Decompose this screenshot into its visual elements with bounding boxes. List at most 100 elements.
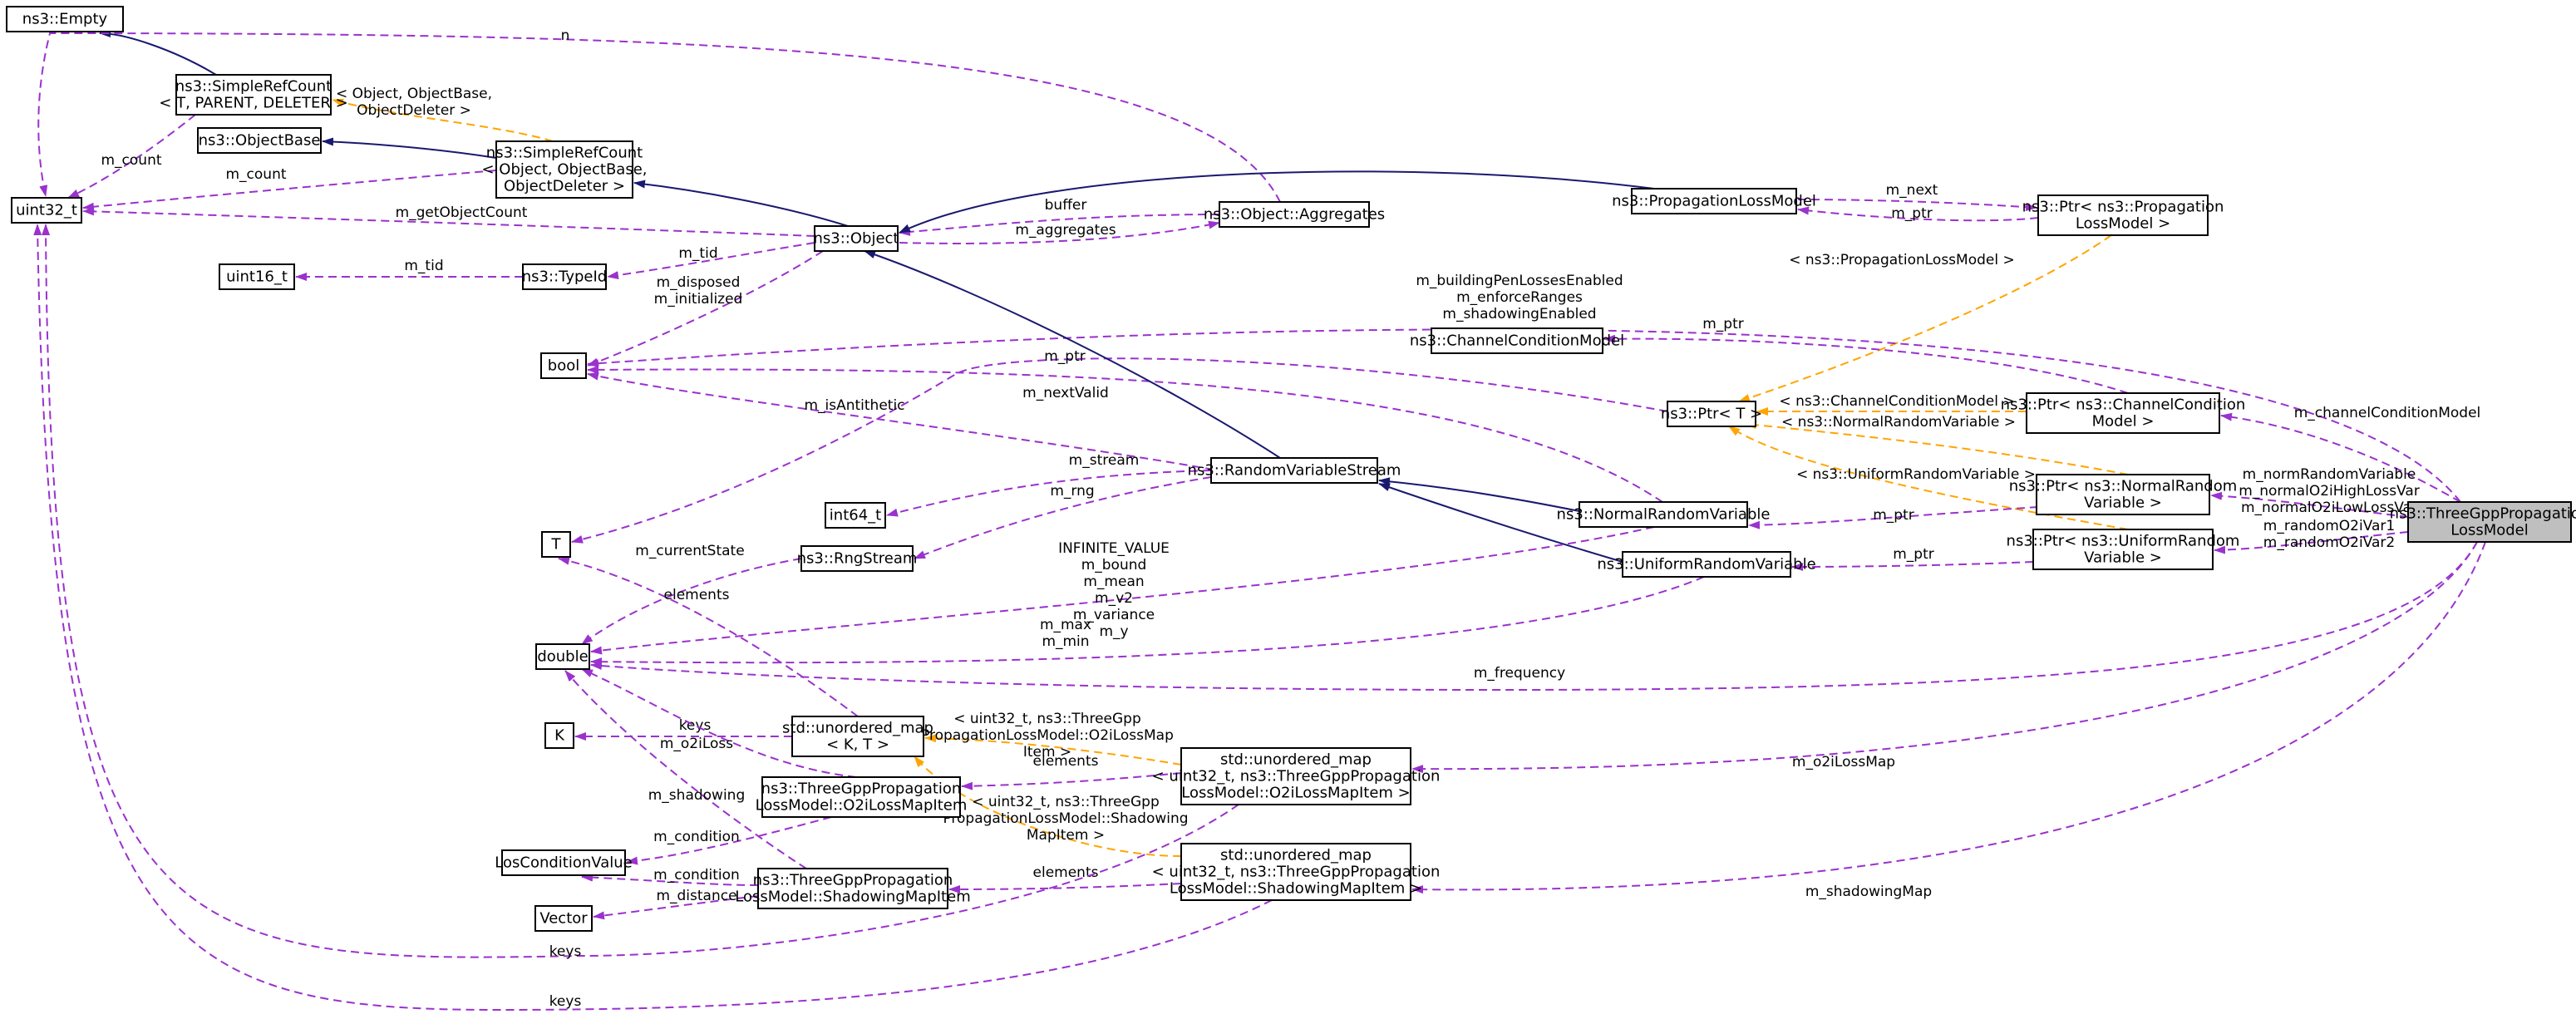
- class-node-vector[interactable]: Vector: [534, 905, 593, 932]
- edge-m-o2ilossmap: m_o2iLossMap: [1411, 541, 2478, 774]
- text-line: m_shadowingMap: [1805, 884, 1932, 900]
- node-box: [1180, 747, 1411, 805]
- usage-arrow: [1791, 561, 2034, 571]
- inheritance-arrow: [633, 180, 849, 227]
- edge-template-normal: < ns3::NormalRandomVariable >: [1745, 414, 2129, 475]
- inheritance-arrow: [899, 170, 1655, 234]
- text-line: keys: [679, 717, 712, 734]
- class-node-int64[interactable]: int64_t: [825, 502, 886, 529]
- text-line: keys: [549, 943, 582, 960]
- edge-inherit-4: [322, 137, 497, 159]
- edge-m-ptr-prop: m_ptr: [1797, 205, 2039, 222]
- text-line: keys: [549, 993, 582, 1010]
- text-line: ns3::Ptr< T >: [1661, 406, 1762, 423]
- class-node-uniformrandomvariable[interactable]: ns3::UniformRandomVariable: [1597, 551, 1816, 578]
- node-label: ns3::ObjectBase: [199, 132, 321, 150]
- node-box: [522, 263, 607, 290]
- text-line: m_ptr: [1891, 205, 1933, 222]
- edge-m-channelconditionmodel: m_channelConditionModel: [2220, 405, 2480, 503]
- class-node-aggregates[interactable]: ns3::Object::Aggregates: [1204, 201, 1385, 228]
- class-node-unordered-map-o2i[interactable]: std::unordered_map< uint32_t, ns3::Three…: [1152, 747, 1441, 805]
- node-label: std::unordered_map< uint32_t, ns3::Three…: [1152, 847, 1441, 898]
- class-node-uint32[interactable]: uint32_t: [11, 197, 82, 224]
- class-node-rngstream[interactable]: ns3::RngStream: [797, 545, 918, 572]
- class-node-T[interactable]: T: [541, 531, 571, 558]
- node-box: [544, 722, 574, 749]
- node-label: ns3::Ptr< T >: [1661, 406, 1762, 423]
- class-node-double[interactable]: double: [535, 643, 590, 670]
- class-node-objectbase[interactable]: ns3::ObjectBase: [197, 127, 322, 154]
- class-node-simplerefcount-obj[interactable]: ns3::SimpleRefCount< Object, ObjectBase,…: [481, 140, 648, 199]
- edge-label-m-currentstate: m_currentState: [635, 543, 744, 559]
- edge-m-stream: m_stream: [886, 452, 1212, 517]
- class-node-uint16[interactable]: uint16_t: [219, 263, 295, 290]
- edge-label-m-getobjectcount: m_getObjectCount: [396, 204, 528, 221]
- text-line: m_variance: [1073, 607, 1155, 623]
- class-node-object[interactable]: ns3::Object: [814, 225, 899, 252]
- class-node-unordered-map-shadowing[interactable]: std::unordered_map< uint32_t, ns3::Three…: [1152, 843, 1441, 901]
- usage-arrow: [82, 207, 815, 237]
- edge-m-ptr-channel: m_ptr: [1603, 316, 2129, 394]
- text-line: ObjectDeleter >: [357, 102, 471, 119]
- edge-label-m-count-2: m_count: [225, 166, 286, 183]
- text-line: ns3::Ptr< ns3::NormalRandom: [2009, 478, 2238, 495]
- class-node-typeid[interactable]: ns3::TypeId: [522, 263, 607, 290]
- inheritance-arrow: [864, 250, 1281, 459]
- text-line: m_ptr: [1893, 546, 1934, 563]
- node-box: [1631, 188, 1797, 214]
- text-line: m_v2: [1095, 590, 1133, 607]
- usage-arrow: [626, 816, 832, 865]
- node-label: T: [551, 536, 562, 554]
- class-node-unordered-map-kt[interactable]: std::unordered_map< K, T >: [782, 716, 933, 757]
- node-box: [2026, 392, 2220, 434]
- class-node-bool[interactable]: bool: [540, 352, 587, 379]
- class-node-channelconditionmodel[interactable]: ns3::ChannelConditionModel: [1410, 327, 1624, 354]
- text-line: m_distance: [656, 888, 736, 904]
- class-node-K[interactable]: K: [544, 722, 574, 749]
- template-arrow: [914, 756, 1182, 857]
- edge-label-m-shadowingmap: m_shadowingMap: [1805, 884, 1932, 900]
- edge-m-shadowingmap: m_shadowingMap: [1411, 541, 2486, 900]
- class-node-normalrandomvariable[interactable]: ns3::NormalRandomVariable: [1557, 501, 1771, 528]
- node-box: [2036, 474, 2210, 515]
- text-line: ns3::SimpleRefCount: [175, 78, 332, 96]
- class-node-losconditionvalue[interactable]: LosConditionValue: [495, 849, 633, 876]
- edge-label-m-shadowing: m_shadowing: [648, 787, 746, 804]
- node-box: [1210, 457, 1378, 484]
- inheritance-arrow: [1378, 477, 1580, 512]
- edge-template-simplerefcount: < Object, ObjectBase,ObjectDeleter >: [332, 86, 554, 142]
- edge-label-keys-2: keys: [549, 993, 582, 1010]
- node-label: std::unordered_map< K, T >: [782, 720, 933, 754]
- text-line: LosConditionValue: [495, 854, 632, 872]
- usage-arrow: [587, 250, 824, 367]
- text-line: m_tid: [678, 245, 717, 262]
- text-line: < K, T >: [826, 736, 889, 754]
- text-line: PropagationLossModel::O2iLossMap: [921, 727, 1174, 744]
- class-node-randomvariablestream[interactable]: ns3::RandomVariableStream: [1188, 457, 1401, 484]
- text-line: ns3::Ptr< ns3::Propagation: [2022, 199, 2224, 216]
- text-line: m_rng: [1050, 483, 1094, 500]
- edge-inherit-6: [633, 180, 849, 227]
- node-box: [1622, 551, 1791, 578]
- text-line: m_max: [1040, 617, 1091, 633]
- class-node-propagationlossmodel[interactable]: ns3::PropagationLossModel: [1612, 188, 1816, 214]
- usage-arrow: [581, 873, 759, 886]
- text-line: < ns3::UniformRandomVariable >: [1796, 466, 2036, 483]
- class-node-ptr-t[interactable]: ns3::Ptr< T >: [1661, 401, 1762, 427]
- usage-arrow: [82, 170, 497, 211]
- text-line: ns3::SimpleRefCount: [486, 145, 643, 162]
- text-line: Variable >: [2084, 549, 2162, 567]
- class-node-simplerefcount-t[interactable]: ns3::SimpleRefCount< T, PARENT, DELETER …: [159, 74, 348, 116]
- class-node-empty[interactable]: ns3::Empty: [6, 6, 124, 32]
- text-line: LossModel >: [2076, 215, 2170, 233]
- edge-m-frequency: m_frequency: [590, 541, 2478, 692]
